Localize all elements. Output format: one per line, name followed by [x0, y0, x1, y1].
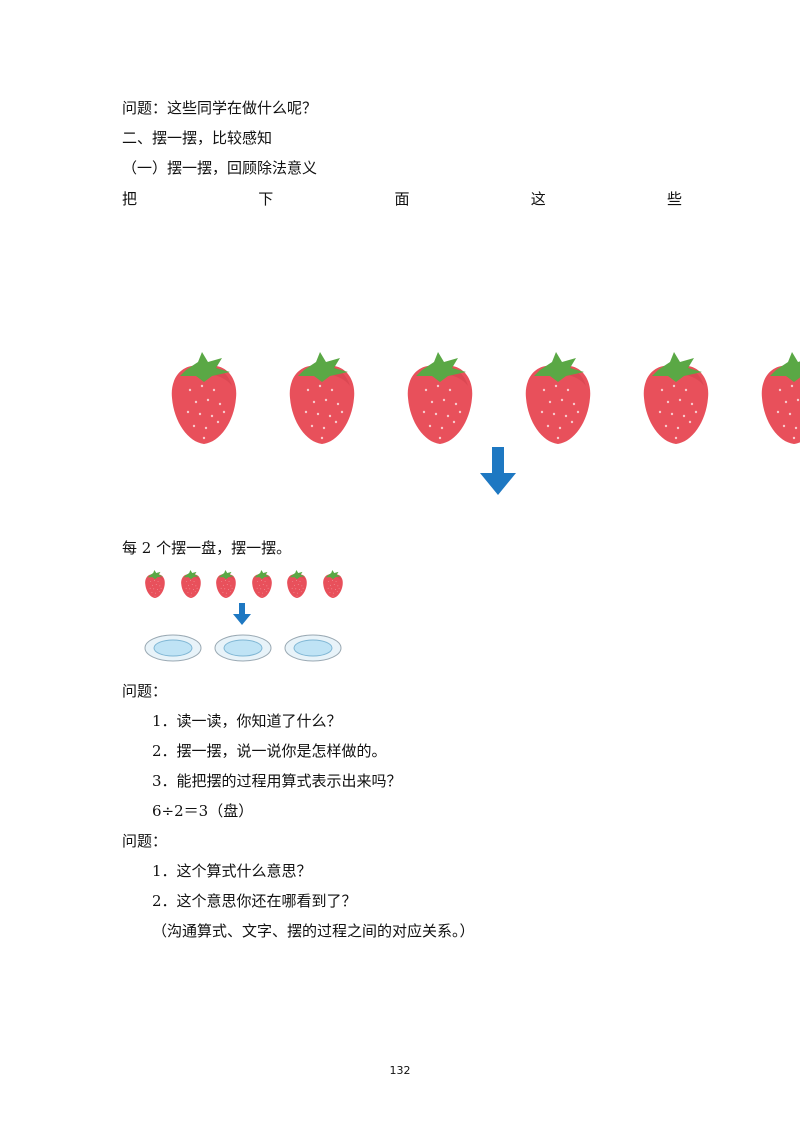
strawberry-icon: [144, 570, 166, 598]
question-item: 1．读一读，你知道了什么？: [152, 712, 342, 730]
question-line: 问题：这些同学在做什么呢？: [122, 99, 318, 117]
down-arrow-icon: [480, 447, 516, 495]
spread-char: 下: [258, 190, 274, 208]
spread-text-line: 把 下 面 这 些: [122, 188, 682, 210]
section-heading: 二、摆一摆，比较感知: [122, 129, 273, 147]
question-item: 1．这个算式什么意思？: [152, 862, 312, 880]
strawberry-icon: [251, 570, 273, 598]
subsection-heading: （一）摆一摆，回顾除法意义: [122, 159, 318, 177]
plate-icon: [214, 634, 272, 662]
question-label: 问题：: [122, 682, 168, 700]
strawberry-icon: [286, 570, 308, 598]
strawberry-icon: [640, 352, 712, 444]
question-label: 问题：: [122, 832, 168, 850]
page-number: 132: [389, 1064, 411, 1077]
instruction-line: 每 2 个摆一盘，摆一摆。: [122, 539, 292, 557]
strawberry-icon: [322, 570, 344, 598]
spread-char: 把: [122, 190, 138, 208]
strawberry-icon: [168, 352, 240, 444]
strawberry-icon: [215, 570, 237, 598]
plate-icon: [284, 634, 342, 662]
strawberry-icon: [404, 352, 476, 444]
spread-char: 些: [666, 190, 682, 208]
equation: 6÷2＝3（盘）: [152, 802, 254, 820]
down-arrow-icon: [233, 603, 251, 625]
question-item: 2．摆一摆，说一说你是怎样做的。: [152, 742, 387, 760]
strawberry-icon: [286, 352, 358, 444]
spread-char: 面: [394, 190, 410, 208]
strawberry-icon: [522, 352, 594, 444]
spread-char: 这: [530, 190, 546, 208]
question-item: 2．这个意思你还在哪看到了？: [152, 892, 357, 910]
note-line: （沟通算式、文字、摆的过程之间的对应关系。）: [152, 922, 475, 940]
strawberry-icon: [758, 352, 800, 444]
plate-icon: [144, 634, 202, 662]
strawberry-icon: [180, 570, 202, 598]
question-item: 3．能把摆的过程用算式表示出来吗？: [152, 772, 402, 790]
